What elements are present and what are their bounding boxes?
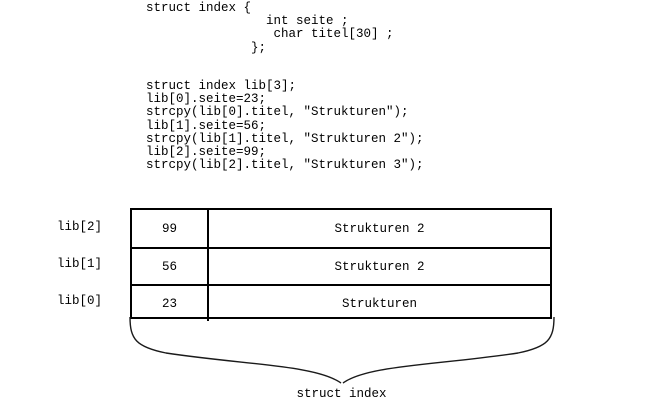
cell-titel: Strukturen [341, 296, 417, 311]
array-row-label-lib-2: lib[2] [57, 220, 103, 234]
table-row: 23 Strukturen [132, 284, 550, 321]
cell-seite: 99 [132, 210, 209, 247]
array-row-label-lib-1: lib[1] [57, 257, 103, 271]
array-row-label-lib-0: lib[0] [57, 294, 103, 308]
struct-definition-code: struct index { int seite ; char titel[30… [146, 1, 394, 55]
array-memory-table: 99 Strukturen 2 56 Strukturen 2 23 Struk… [130, 208, 552, 321]
cell-seite: 23 [132, 286, 209, 321]
brace-caption-label: struct index [296, 387, 387, 401]
table-row: 99 Strukturen 2 [132, 210, 550, 247]
cell-titel: Strukturen 2 [334, 221, 425, 236]
cell-titel: Strukturen 2 [334, 259, 425, 274]
initialization-code: struct index lib[3]; lib[0].seite=23; st… [146, 79, 424, 173]
cell-seite: 56 [132, 249, 209, 284]
table-row: 56 Strukturen 2 [132, 247, 550, 284]
curly-brace-icon [129, 317, 555, 384]
